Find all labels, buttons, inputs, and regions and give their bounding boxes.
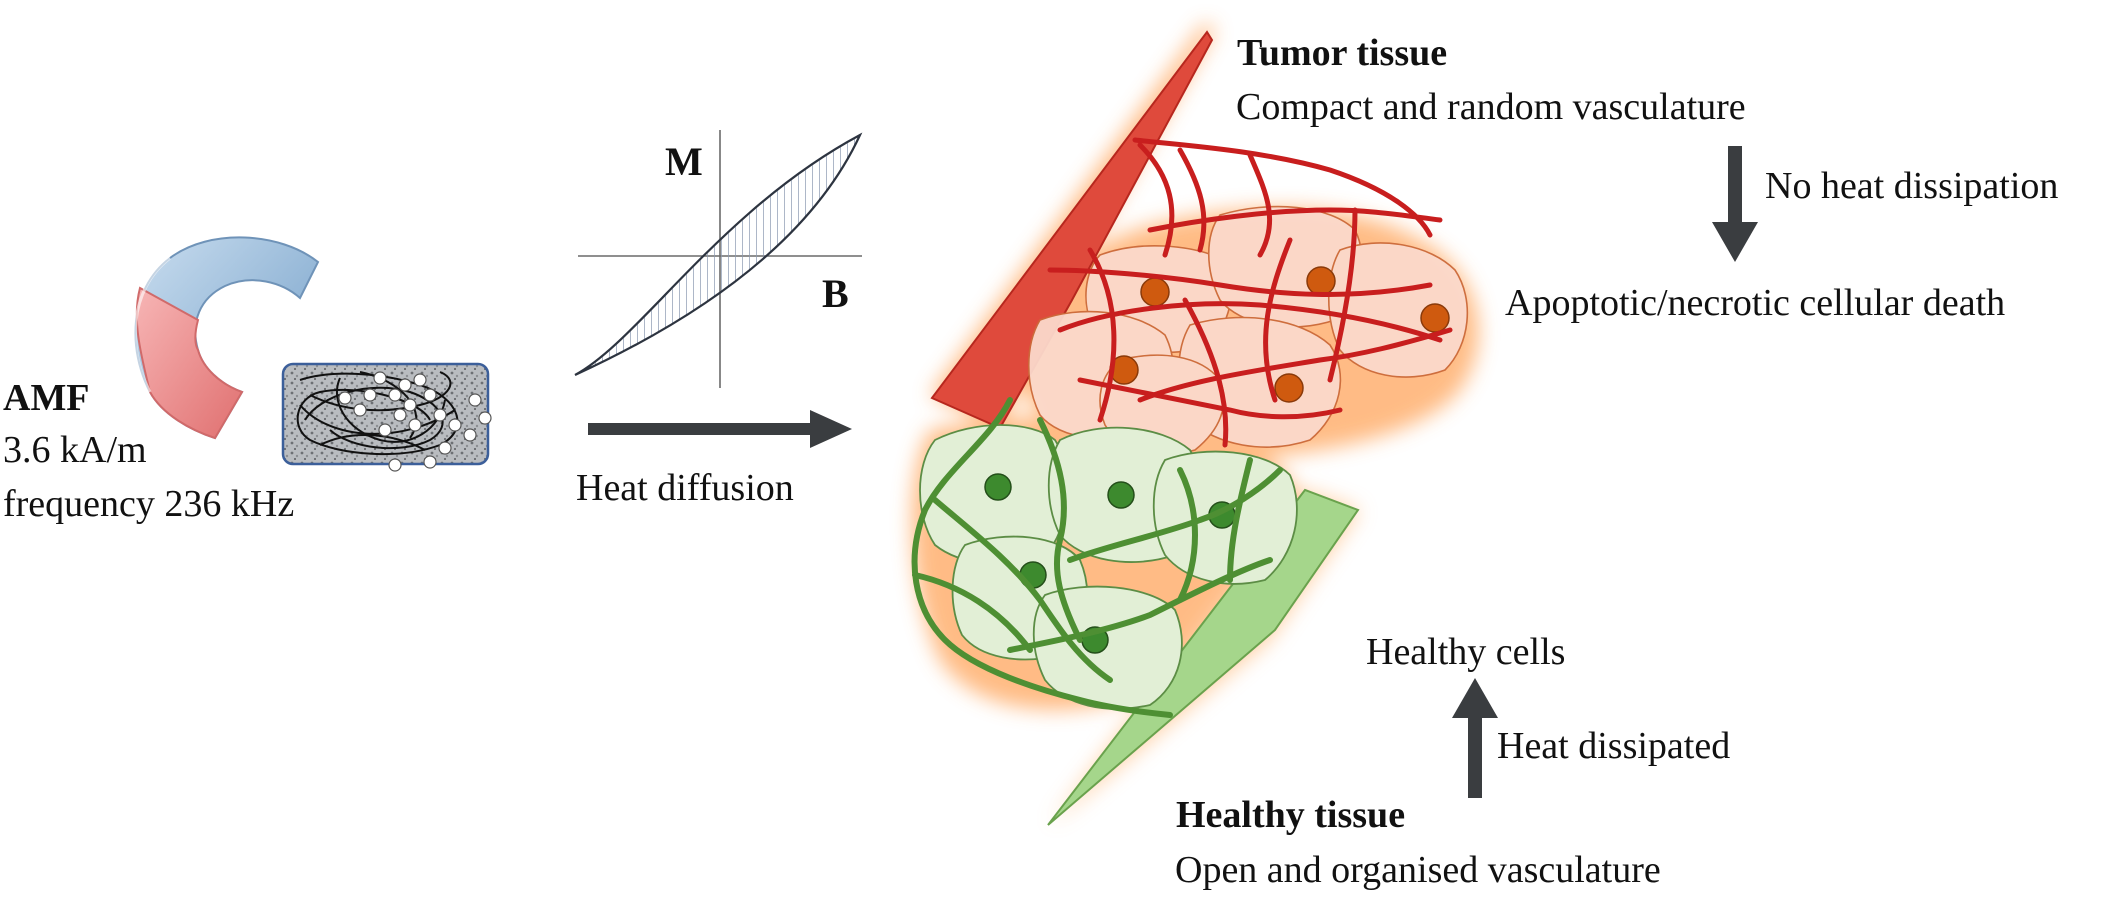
tumor-vessel-wedge	[930, 30, 1214, 430]
healthy-outcome: Healthy cells	[1366, 631, 1566, 673]
healthy-title: Healthy tissue	[1176, 794, 1406, 836]
no-heat-dissipation-arrow	[1712, 146, 1758, 262]
tumor-subtitle: Compact and random vasculature	[1236, 86, 1746, 128]
tumor-nuclei	[1109, 266, 1450, 403]
no-heat-dissipation-label: No heat dissipation	[1765, 165, 2059, 207]
heat-diffusion-arrow	[588, 410, 852, 448]
horseshoe-magnet-icon	[134, 236, 320, 440]
tumor-outcome: Apoptotic/necrotic cellular death	[1505, 282, 2006, 324]
healthy-subtitle: Open and organised vasculature	[1175, 849, 1661, 891]
tumor-vasculature	[1047, 137, 1453, 448]
hysteresis-loop-icon	[574, 130, 863, 388]
healthy-vessel-wedge	[1047, 488, 1360, 826]
amf-frequency: frequency 236 kHz	[3, 483, 295, 525]
heat-dissipated-arrow	[1452, 678, 1498, 798]
healthy-vasculature	[911, 397, 1283, 718]
hysteresis-y-label: M	[665, 139, 703, 184]
hysteresis-x-label: B	[822, 271, 849, 316]
amf-field: 3.6 kA/m	[3, 429, 147, 471]
tumor-title: Tumor tissue	[1237, 32, 1448, 74]
nanoparticle-cluster-icon	[281, 362, 492, 472]
amf-title: AMF	[3, 377, 90, 419]
heat-dissipated-label: Heat dissipated	[1497, 725, 1731, 767]
heat-diffusion-label: Heat diffusion	[576, 467, 794, 509]
